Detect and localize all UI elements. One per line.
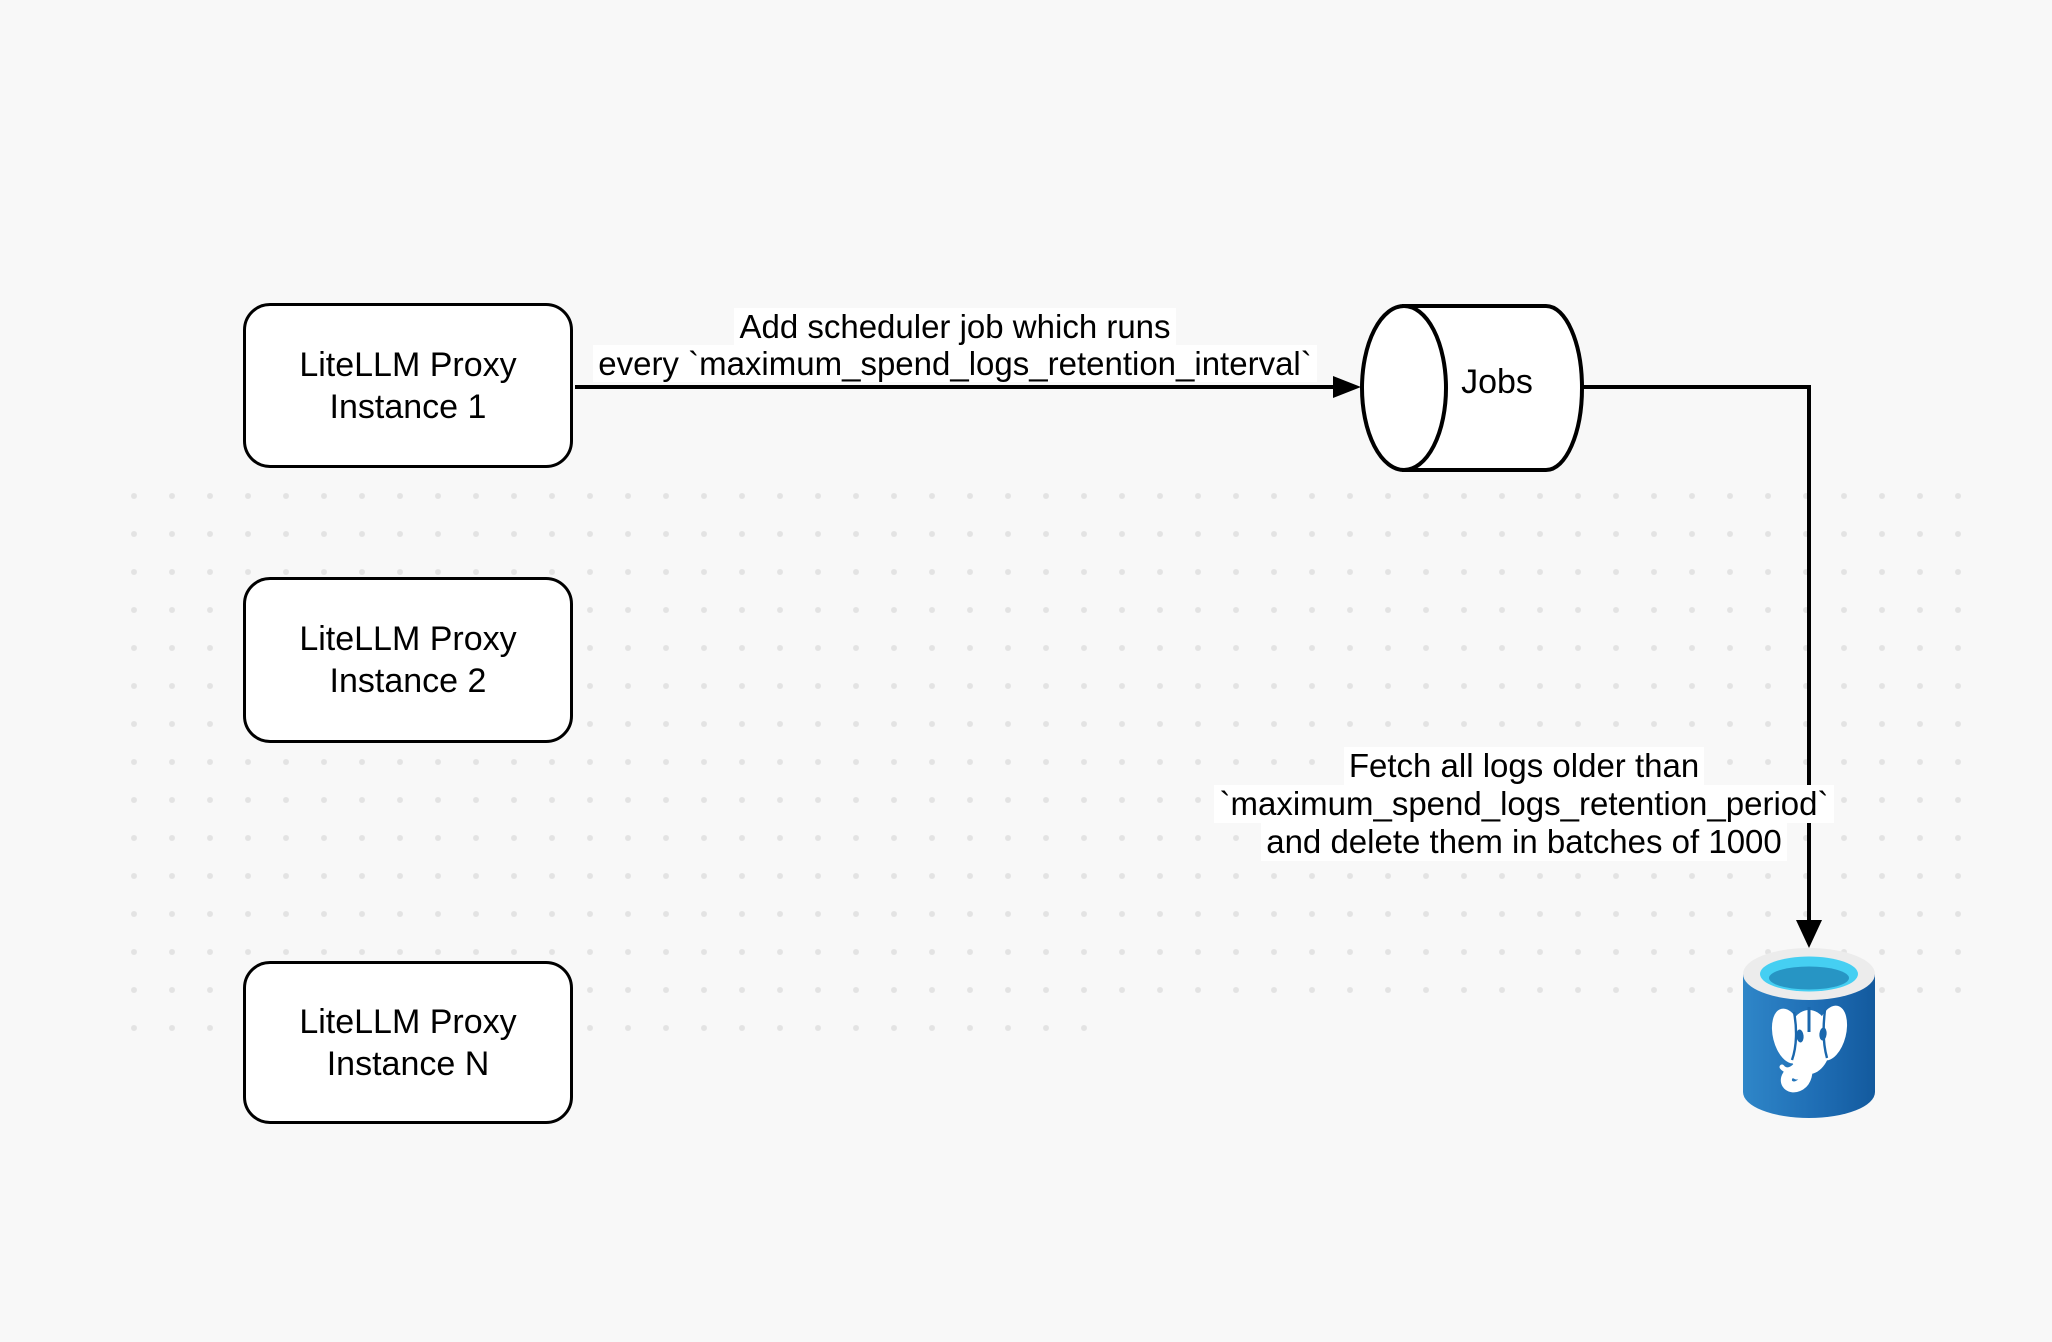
- node-label-line: LiteLLM Proxy: [299, 620, 517, 658]
- edge-label-line: and delete them in batches of 1000: [1261, 823, 1787, 861]
- postgres-elephant: [1771, 1005, 1848, 1093]
- edge-label-line: `maximum_spend_logs_retention_period`: [1214, 785, 1834, 823]
- node-litellm-proxy-instance-1[interactable]: LiteLLM Proxy Instance 1: [243, 303, 573, 468]
- edge-label-line: Add scheduler job which runs: [734, 308, 1176, 345]
- jobs-node-label: Jobs: [1461, 363, 1533, 401]
- arrowhead-into-jobs: [1333, 376, 1361, 398]
- edge-label-line: every `maximum_spend_logs_retention_inte…: [593, 345, 1317, 382]
- node-litellm-proxy-instance-2[interactable]: LiteLLM Proxy Instance 2: [243, 577, 573, 743]
- edge-label-line: Fetch all logs older than: [1343, 747, 1705, 785]
- arrowhead-into-postgres: [1796, 920, 1822, 948]
- edge-label-add-scheduler[interactable]: Add scheduler job which runs every `maxi…: [555, 308, 1355, 382]
- postgresql-database-icon[interactable]: [1743, 948, 1875, 1118]
- node-litellm-proxy-instance-n[interactable]: LiteLLM Proxy Instance N: [243, 961, 573, 1124]
- node-label-line: Instance 1: [329, 387, 487, 426]
- jobs-queue-node[interactable]: [1360, 304, 1585, 472]
- edge-label-fetch-logs[interactable]: Fetch all logs older than `maximum_spend…: [1124, 747, 1924, 861]
- node-label-line: LiteLLM Proxy: [299, 1002, 517, 1041]
- edge-fetch-logs[interactable]: [1582, 385, 1822, 948]
- node-label-line: LiteLLM Proxy: [299, 345, 517, 384]
- node-label-line: Instance N: [326, 1044, 490, 1083]
- node-label-line: Instance 2: [329, 662, 487, 700]
- edge-add-scheduler[interactable]: [575, 376, 1361, 398]
